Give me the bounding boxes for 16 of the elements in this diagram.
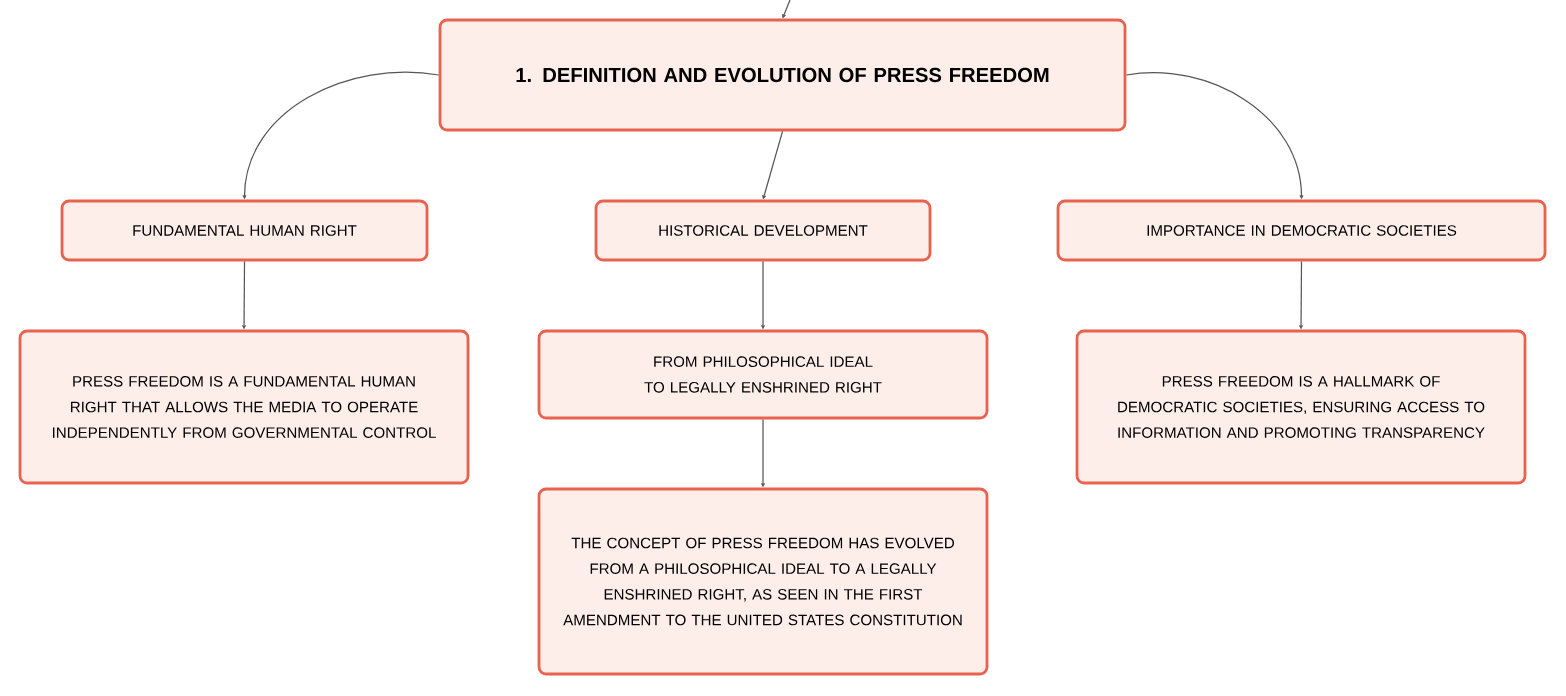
topic-box: FUNDAMENTAL HUMAN RIGHT xyxy=(60,199,429,262)
topic-box: THE CONCEPT OF PRESS FREEDOM HAS EVOLVED FROM A PHILOSOPHICAL IDEAL TO A LEGALLY ENSHRINED RIGHT, AS SEEN IN THE FIRST AMENDMENT TO THE UNITED STATES CONSTITUTION xyxy=(537,487,989,676)
arrow xyxy=(782,0,791,19)
arrow xyxy=(761,418,765,488)
topic-box: HISTORICAL DEVELOPMENT xyxy=(594,199,932,262)
arrow xyxy=(242,260,247,330)
arrow xyxy=(242,71,440,200)
arrow xyxy=(1299,260,1304,330)
topic-box: IMPORTANCE IN DEMOCRATIC SOCIETIES xyxy=(1056,199,1547,262)
topic-box: PRESS FREEDOM IS A HALLMARK OF DEMOCRATIC SOCIETIES, ENSURING ACCESS TO INFORMATION AND PROMOTING TRANSPARENCY xyxy=(1075,329,1527,485)
topic-box: PRESS FREEDOM IS A FUNDAMENTAL HUMAN RIGHT THAT ALLOWS THE MEDIA TO OPERATE INDEPENDENTLY FROM GOVERNMENTAL CONTROL xyxy=(18,329,470,485)
arrow xyxy=(1125,72,1304,200)
arrow xyxy=(761,260,765,330)
arrow xyxy=(762,130,784,200)
title-box: 1. DEFINITION AND EVOLUTION OF PRESS FREEDOM xyxy=(438,18,1127,132)
topic-box: FROM PHILOSOPHICAL IDEAL TO LEGALLY ENSHRINED RIGHT xyxy=(537,329,989,420)
